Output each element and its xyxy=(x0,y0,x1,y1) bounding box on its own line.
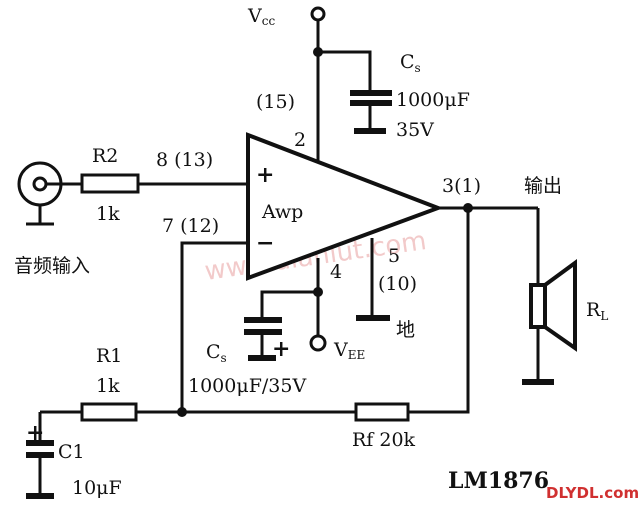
vcc-terminal: Vcc xyxy=(247,5,326,28)
cs-top-wire xyxy=(318,50,372,90)
r2-value: 1k xyxy=(96,203,120,225)
vee-terminal: VEE xyxy=(309,334,365,362)
speaker-icon xyxy=(529,259,577,352)
r2-resistor xyxy=(80,173,140,194)
chip-name: LM1876 xyxy=(448,468,549,494)
cs-bottom-name: Cs xyxy=(206,341,227,365)
rl-label: RL xyxy=(586,299,608,323)
pin-3-label: 3(1) xyxy=(442,175,481,197)
vcc-label: Vcc xyxy=(247,5,275,28)
cs-top-capacitor xyxy=(350,90,392,134)
c1-name: C1 xyxy=(58,441,85,463)
audio-input-jack xyxy=(17,161,63,226)
amplifier-label: Awp xyxy=(261,201,303,223)
r2-name: R2 xyxy=(92,145,118,167)
r1-name: R1 xyxy=(96,345,122,367)
rf-label: Rf 20k xyxy=(352,429,416,451)
cs-bottom-capacitor: + xyxy=(244,317,290,362)
minus-input-wire xyxy=(180,241,248,412)
audio-input-label: 音频输入 xyxy=(14,255,90,277)
pin-7-label: 7 (12) xyxy=(162,215,219,237)
cs-top-voltage: 35V xyxy=(396,119,434,141)
pin-4-label: 4 xyxy=(330,261,342,283)
output-label: 输出 xyxy=(524,175,562,197)
ground-label: 地 xyxy=(396,319,415,341)
brand-watermark: DLYDL.com xyxy=(546,484,639,502)
cs-top-value: 1000μF xyxy=(396,89,470,111)
c1-plus-sign: + xyxy=(26,420,44,446)
pin-10-label: (10) xyxy=(378,273,417,295)
vee-label: VEE xyxy=(333,339,365,362)
c1-capacitor: + xyxy=(26,420,54,499)
cs-bottom-rating: 1000μF/35V xyxy=(188,375,306,397)
minus-input-sign: − xyxy=(256,230,274,256)
cs-bottom-plus-sign: + xyxy=(272,336,290,362)
cs-top-name: Cs xyxy=(400,51,421,75)
pin-15-label: (15) xyxy=(256,91,295,113)
pin-8-label: 8 (13) xyxy=(156,149,213,171)
pin-5-label: 5 xyxy=(388,245,400,267)
r1-resistor xyxy=(80,402,138,422)
rf-feedback-wire xyxy=(408,208,470,414)
pin-2-label: 2 xyxy=(294,129,306,151)
output-junction xyxy=(463,203,473,213)
cs-bottom-wire xyxy=(260,290,318,318)
amplifier-triangle: + − Awp xyxy=(246,132,444,281)
plus-input-sign: + xyxy=(256,162,274,188)
rf-resistor xyxy=(354,402,410,422)
r1-value: 1k xyxy=(96,375,120,397)
c1-value: 10μF xyxy=(72,477,122,499)
